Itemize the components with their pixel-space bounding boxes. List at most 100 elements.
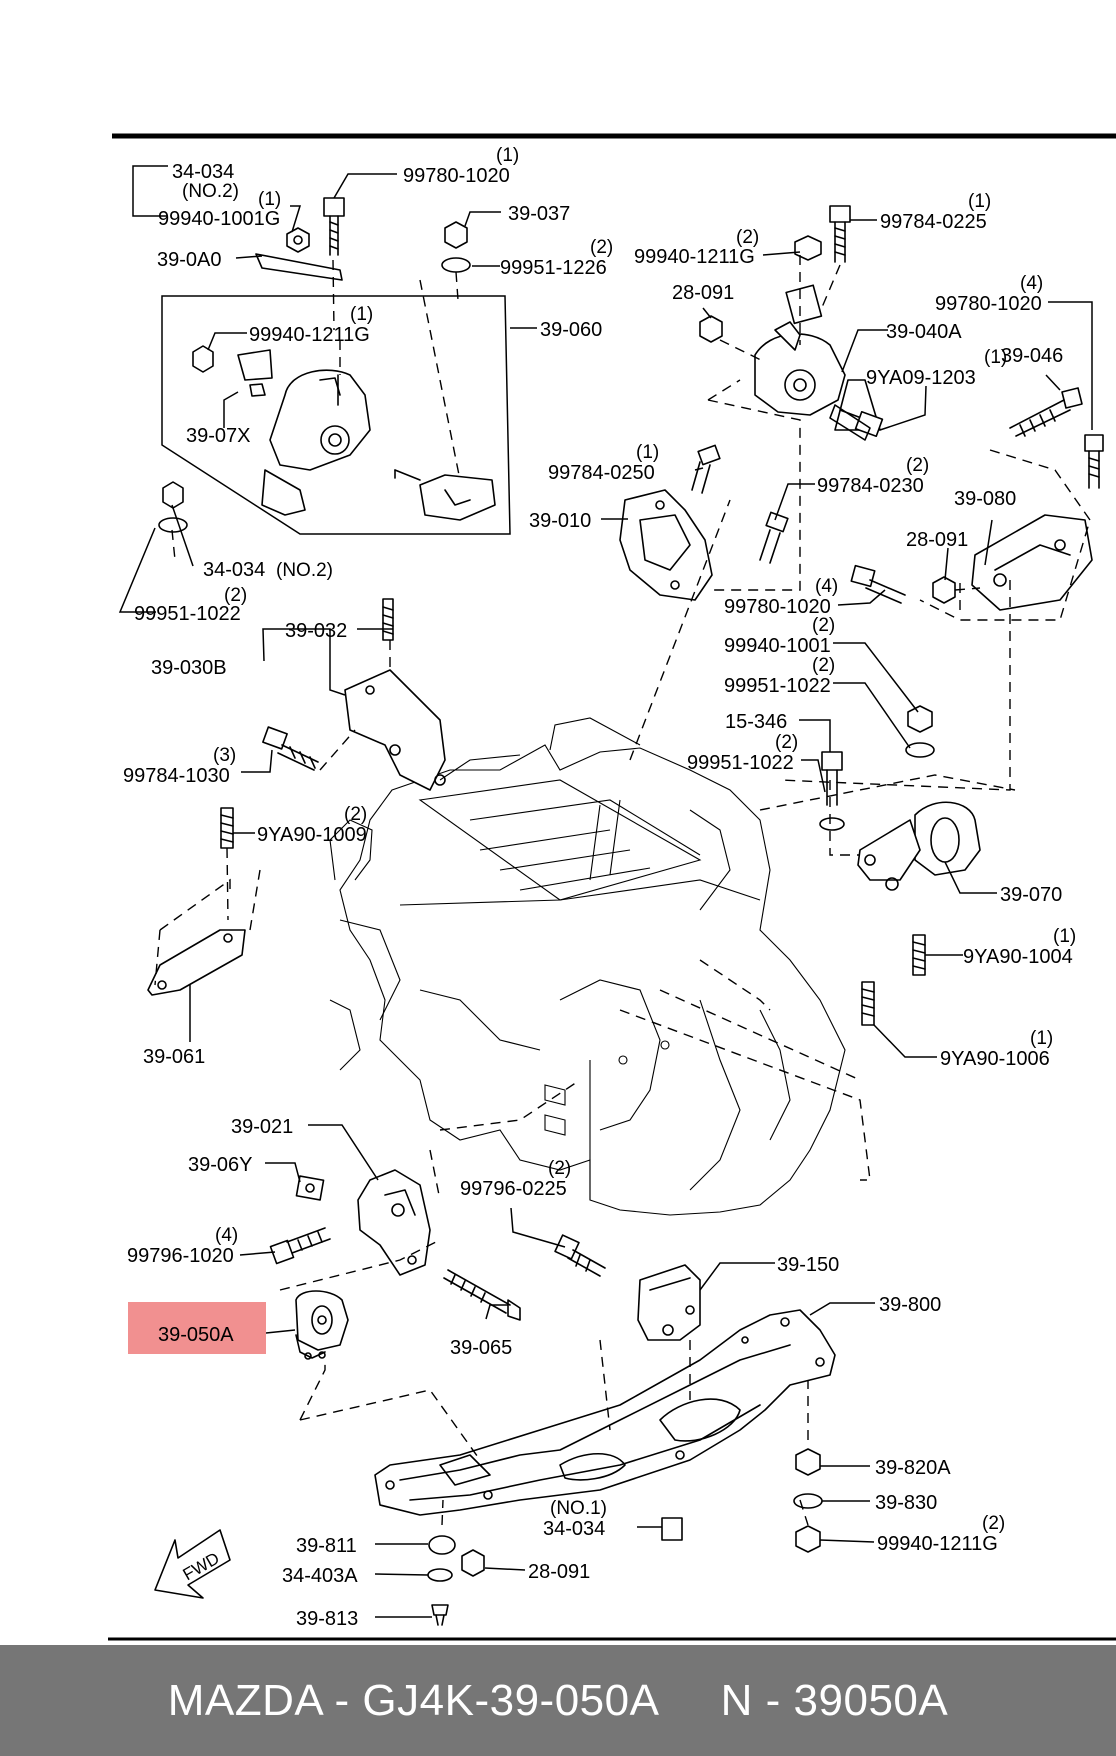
callout-label[interactable]: 99951-1022 <box>724 675 831 697</box>
callout-label[interactable]: 39-830 <box>875 1492 937 1514</box>
callout-qty: (1) <box>350 304 373 325</box>
callout-label[interactable]: 34-034 <box>172 161 234 183</box>
callout-label[interactable]: 99796-1020 <box>127 1245 234 1267</box>
callout-label[interactable]: 99784-1030 <box>123 765 230 787</box>
callout-label[interactable]: 28-091 <box>906 529 968 551</box>
callout-label[interactable]: 9YA90-1006 <box>940 1048 1050 1070</box>
callout-qty: (NO.2) <box>276 560 333 581</box>
callout-qty: (1) <box>984 347 1007 368</box>
callout-label[interactable]: 99951-1226 <box>500 257 607 279</box>
callout-qty: (4) <box>1020 273 1043 294</box>
callout-label[interactable]: 39-065 <box>450 1337 512 1359</box>
callout-label[interactable]: 99940-1211G <box>634 246 755 268</box>
callout-qty: (1) <box>496 145 519 166</box>
right-bolts <box>1009 387 1104 489</box>
callout-label[interactable]: 99780-1020 <box>935 293 1042 315</box>
callout-label[interactable]: 39-037 <box>508 203 570 225</box>
callout-qty: (NO.1) <box>550 1498 607 1519</box>
callout-qty: (4) <box>815 576 838 597</box>
callout-label[interactable]: 15-346 <box>725 711 787 733</box>
callout-qty: (2) <box>344 804 367 825</box>
mount-39-050A[interactable] <box>295 1290 349 1360</box>
callout-label[interactable]: 39-150 <box>777 1254 839 1276</box>
callout-qty: (2) <box>775 732 798 753</box>
highlight-box-39-050A[interactable] <box>128 1302 266 1354</box>
callout-qty: (2) <box>590 237 613 258</box>
callout-label[interactable]: 39-030B <box>151 657 227 679</box>
callout-qty: (2) <box>812 655 835 676</box>
callout-label[interactable]: 34-403A <box>282 1565 358 1587</box>
callout-qty: (1) <box>636 442 659 463</box>
callout-label[interactable]: 39-813 <box>296 1608 358 1630</box>
top-left-hardware <box>158 197 471 561</box>
bracket-39-080 <box>850 514 1093 611</box>
callout-label[interactable]: 39-021 <box>231 1116 293 1138</box>
bracket-39-010 <box>619 444 789 601</box>
callout-qty: (NO.2) <box>182 181 239 202</box>
callout-label[interactable]: 99780-1020 <box>403 165 510 187</box>
fwd-arrow-icon: FWD <box>154 1529 231 1599</box>
callout-qty: (2) <box>548 1158 571 1179</box>
engine-block-outline <box>329 717 846 1216</box>
callout-qty: (4) <box>215 1225 238 1246</box>
callout-label[interactable]: 39-07X <box>186 425 251 447</box>
callout-label[interactable]: 99796-0225 <box>460 1178 567 1200</box>
footer-part-number: MAZDA - GJ4K-39-050A N - 39050A <box>167 1676 949 1725</box>
callout-label[interactable]: 39-811 <box>296 1535 357 1557</box>
callout-qty: (1) <box>1053 926 1076 947</box>
callout-label[interactable]: 9YA90-1009 <box>257 824 367 846</box>
callout-qty: (1) <box>1030 1028 1053 1049</box>
callout-label[interactable]: 99784-0230 <box>817 475 924 497</box>
bracket-39-021 <box>269 1169 606 1321</box>
callout-labels: 34-034 (NO.2) 99940-1001G (1) 99780-1020… <box>123 145 1076 1630</box>
callout-label[interactable]: 99780-1020 <box>724 596 831 618</box>
callout-label[interactable]: 99784-0250 <box>548 462 655 484</box>
callout-label[interactable]: 28-091 <box>672 282 734 304</box>
callout-label[interactable]: 39-010 <box>529 510 591 532</box>
bracket-39-030B <box>262 598 446 791</box>
mount-39-040A <box>699 205 884 441</box>
callout-label[interactable]: 39-046 <box>1001 345 1063 367</box>
callout-qty: (2) <box>224 585 247 606</box>
callout-label[interactable]: 39-0A0 <box>157 249 222 271</box>
callout-label[interactable]: 9YA90-1004 <box>963 946 1073 968</box>
exploded-parts-diagram: FWD <box>108 133 1116 1641</box>
leader-lines <box>118 165 1093 1618</box>
callout-label[interactable]: 39-060 <box>540 319 602 341</box>
assembly-dash-lines <box>154 379 1091 1526</box>
callout-label[interactable]: 99951-1022 <box>687 752 794 774</box>
callout-label[interactable]: 99940-1211G <box>877 1533 998 1555</box>
callout-label[interactable]: 9YA09-1203 <box>866 367 976 389</box>
callout-label[interactable]: 99940-1001 <box>724 635 831 657</box>
mount-39-070 <box>819 705 981 1026</box>
callout-label[interactable]: 39-070 <box>1000 884 1062 906</box>
subframe-39-800 <box>374 1309 836 1516</box>
callout-label[interactable]: 99784-0225 <box>880 211 987 233</box>
callout-qty: (1) <box>968 191 991 212</box>
plate-39-061 <box>147 807 246 996</box>
callout-qty: (1) <box>258 189 281 210</box>
callout-qty: (3) <box>213 745 236 766</box>
callout-label[interactable]: 39-06Y <box>188 1154 253 1176</box>
callout-label[interactable]: 99940-1211G <box>249 324 370 346</box>
footer-bar: MAZDA - GJ4K-39-050A N - 39050A <box>0 1645 1116 1756</box>
callout-label[interactable]: 39-061 <box>143 1046 205 1068</box>
callout-label[interactable]: 39-032 <box>285 620 347 642</box>
callout-label[interactable]: 34-034 <box>543 1518 605 1540</box>
callout-label[interactable]: 39-080 <box>954 488 1016 510</box>
callout-label[interactable]: 28-091 <box>528 1561 590 1583</box>
boxed-assembly-39-060 <box>161 279 511 535</box>
callout-label[interactable]: 99940-1001G <box>158 208 280 230</box>
callout-label[interactable]: 39-040A <box>886 321 962 343</box>
callout-label-39-050A[interactable]: 39-050A <box>158 1324 234 1346</box>
callout-qty: (2) <box>906 455 929 476</box>
callout-label[interactable]: 99951-1022 <box>134 603 241 625</box>
callout-label[interactable]: 39-800 <box>879 1294 941 1316</box>
bracket-39-150 <box>637 1264 701 1341</box>
callout-qty: (2) <box>736 227 759 248</box>
callout-qty: (2) <box>812 615 835 636</box>
callout-qty: (2) <box>982 1513 1005 1534</box>
callout-label[interactable]: 34-034 <box>203 559 265 581</box>
callout-label[interactable]: 39-820A <box>875 1457 951 1479</box>
